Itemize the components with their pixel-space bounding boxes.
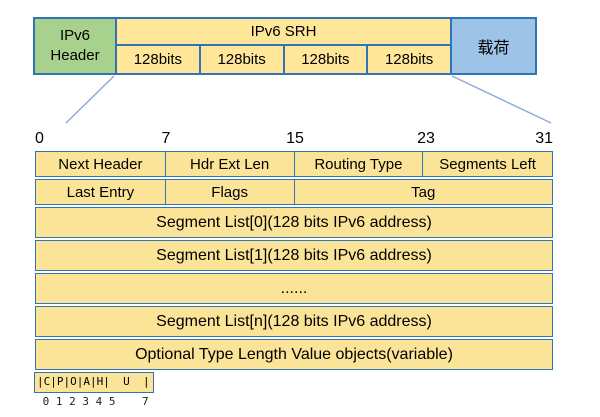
cell-routing-type: Routing Type [293, 152, 423, 176]
ipv6-header-label: IPv6 Header [50, 26, 100, 64]
table-row-segment-list-n: Segment List[n](128 bits IPv6 address) [35, 306, 553, 337]
flags-bits-box: |C|P|O|A|H| U | [34, 372, 154, 393]
cell-next-header: Next Header [58, 155, 143, 173]
payload-box: 载荷 [452, 19, 535, 73]
srh-cell-1: 128bits [198, 46, 283, 73]
left-connector-line [65, 75, 115, 124]
segment-list-n-label: Segment List[n](128 bits IPv6 address) [156, 312, 432, 330]
cell-segments-left: Segments Left [422, 152, 552, 176]
payload-label: 载荷 [477, 40, 510, 57]
flag-bit-numbers: 0 1 2 3 4 5 7 [36, 395, 149, 408]
srh-detail-table: Next Header Hdr Ext Len Routing Type Seg… [35, 151, 553, 370]
packet-overview-bar: IPv6 Header IPv6 SRH 128bits 128bits 128… [33, 17, 537, 75]
bit-ruler-tick-31: 31 [535, 130, 553, 147]
srh-cell-0: 128bits [117, 46, 199, 73]
table-row-header-fields: Next Header Hdr Ext Len Routing Type Seg… [35, 151, 553, 177]
segment-list-1-label: Segment List[1](128 bits IPv6 address) [156, 246, 432, 264]
bit-ruler-tick-0: 0 [35, 130, 44, 147]
cell-flags: Flags [164, 180, 294, 204]
cell-tag: Tag [293, 180, 553, 204]
table-row-segment-list-1: Segment List[1](128 bits IPv6 address) [35, 240, 553, 271]
srh-cell-3: 128bits [366, 46, 450, 73]
cell-hdr-ext-len: Hdr Ext Len [164, 152, 294, 176]
cell-last-entry: Last Entry [66, 183, 135, 201]
ellipsis-label: ...... [280, 279, 308, 297]
bit-ruler-tick-23: 23 [417, 130, 435, 147]
bit-ruler-tick-15: 15 [286, 130, 304, 147]
srh-title-box: IPv6 SRH [117, 19, 450, 46]
srh-cell-2: 128bits [282, 46, 367, 73]
table-row-optional-tlv: Optional Type Length Value objects(varia… [35, 339, 553, 370]
right-connector-line [451, 75, 552, 124]
table-row-ellipsis: ...... [35, 273, 553, 304]
srh-128bit-cells: 128bits 128bits 128bits 128bits [117, 46, 450, 73]
srh-title-label: IPv6 SRH [250, 23, 317, 40]
srh-section: IPv6 SRH 128bits 128bits 128bits 128bits [115, 19, 452, 73]
bit-ruler-tick-7: 7 [161, 130, 171, 147]
segment-list-0-label: Segment List[0](128 bits IPv6 address) [156, 213, 432, 231]
optional-tlv-label: Optional Type Length Value objects(varia… [135, 345, 453, 363]
table-row-entry-flags-tag: Last Entry Flags Tag [35, 179, 553, 205]
table-row-segment-list-0: Segment List[0](128 bits IPv6 address) [35, 207, 553, 238]
ipv6-header-box: IPv6 Header [35, 19, 115, 73]
